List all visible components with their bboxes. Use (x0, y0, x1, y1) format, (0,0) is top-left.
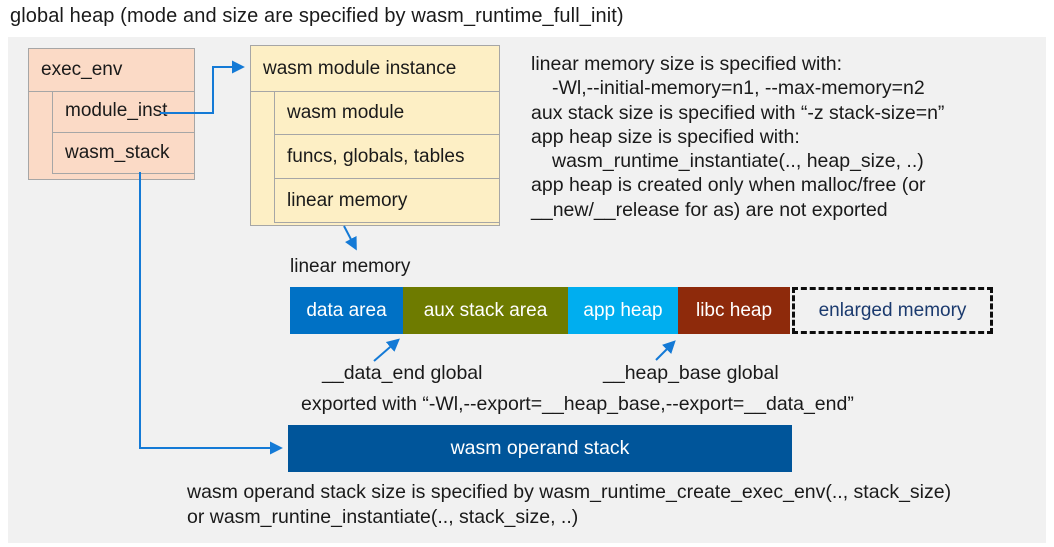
linear-memory-label: linear memory (290, 256, 411, 277)
exported-with-line: exported with “-Wl,--export=__heap_base,… (301, 393, 854, 415)
exec-env-box: exec_env module_inst wasm_stack (28, 48, 195, 180)
note-line: wasm_runtime_instantiate(.., heap_size, … (552, 150, 924, 173)
segment-app-heap: app heap (568, 287, 678, 334)
exec-env-rows: module_inst wasm_stack (52, 91, 194, 174)
note-line: app heap size is specified with: (531, 125, 800, 148)
wasm-operand-stack-bar: wasm operand stack (288, 425, 792, 472)
instance-row-wasm-module: wasm module (275, 91, 499, 135)
note-line: __new/__release for as) are not exported (531, 198, 888, 221)
note-line: linear memory size is specified with: (531, 53, 843, 75)
footnote-line: wasm operand stack size is specified by … (187, 481, 952, 503)
heap-base-global-label: __heap_base global (603, 362, 779, 384)
segment-libc-heap: libc heap (678, 287, 790, 334)
enlarged-memory-box: enlarged memory (792, 287, 993, 334)
exec-env-row-wasm-stack: wasm_stack (53, 133, 194, 174)
wasm-module-instance-box: wasm module instance wasm module funcs, … (250, 45, 500, 226)
wasm-module-instance-header: wasm module instance (251, 46, 499, 92)
segment-aux-stack-area: aux stack area (403, 287, 568, 334)
instance-row-funcs-globals-tables: funcs, globals, tables (275, 135, 499, 179)
instance-row-linear-memory: linear memory (275, 179, 499, 223)
page-title: global heap (mode and size are specified… (10, 5, 624, 27)
wasm-module-instance-rows: wasm module funcs, globals, tables linea… (274, 91, 499, 223)
footnote-line: or wasm_runtine_instantiate(.., stack_si… (187, 505, 579, 528)
note-line: aux stack size is specified with “-z sta… (531, 101, 945, 124)
note-line: -Wl,--initial-memory=n1, --max-memory=n2 (552, 77, 925, 100)
linear-memory-bar: data area aux stack area app heap libc h… (290, 287, 790, 334)
memory-size-notes: linear memory size is specified with: -W… (531, 52, 944, 222)
exec-env-header: exec_env (29, 49, 194, 92)
exec-env-row-module-inst: module_inst (53, 91, 194, 133)
data-end-global-label: __data_end global (322, 362, 483, 384)
operand-stack-footnote: wasm operand stack size is specified by … (187, 480, 951, 529)
segment-data-area: data area (290, 287, 403, 334)
note-line: app heap is created only when malloc/fre… (531, 174, 926, 197)
